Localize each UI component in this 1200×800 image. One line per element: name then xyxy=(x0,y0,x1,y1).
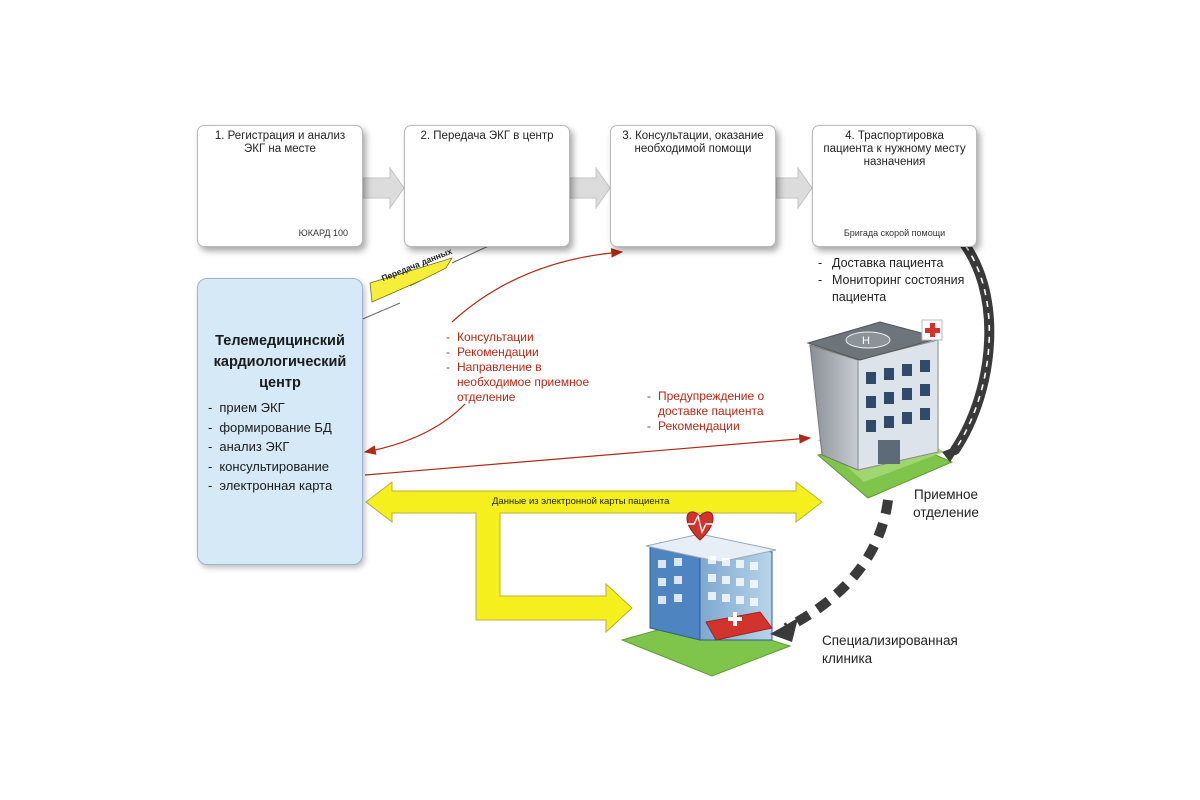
recommendation-arrow xyxy=(363,403,466,455)
svg-text:H: H xyxy=(862,335,870,347)
warning-item: Предупреждение о доставке пациента xyxy=(647,389,797,419)
center-item: анализ ЭКГ xyxy=(208,437,332,457)
admission-building-icon: H xyxy=(806,319,954,499)
warning-list: Предупреждение о доставке пациента Реком… xyxy=(647,389,797,434)
clinic-building-icon xyxy=(620,511,792,677)
consult-arrow xyxy=(451,248,624,323)
clinic-label: Специализированная клиника xyxy=(822,633,958,666)
warning-arrow xyxy=(364,434,812,476)
consult-item: Консультации xyxy=(446,330,596,345)
patient-record-label: Данные из электронной карты пациента xyxy=(492,496,670,507)
step-1-title: 1. Регистрация и анализ ЭКГ на месте xyxy=(214,130,346,155)
center-item: прием ЭКГ xyxy=(208,398,332,418)
consult-list: Консультации Рекомендации Направление в … xyxy=(446,330,596,405)
ambulance-caption: Бригада скорой помощи xyxy=(843,228,946,238)
center-item: формирование БД xyxy=(208,418,332,438)
road-arrow-clinic xyxy=(770,618,798,642)
step-ecg-transmission: 2. Передача ЭКГ в центр xyxy=(404,125,570,247)
step-ecg-registration: 1. Регистрация и анализ ЭКГ на месте ЮКА… xyxy=(197,125,363,247)
step-arrow-1 xyxy=(362,166,405,210)
center-item: консультирование xyxy=(208,457,332,477)
consult-item: Рекомендации xyxy=(446,345,596,360)
consult-item: Направление в необходимое приемное отдел… xyxy=(446,360,596,405)
yellow-data-arrow xyxy=(365,480,823,634)
delivery-item: Мониторинг состояния пациента xyxy=(818,272,978,306)
step-2-title: 2. Передача ЭКГ в центр xyxy=(420,130,554,142)
step-arrow-3 xyxy=(775,166,813,210)
step-transportation: 4. Траспортировка пациента к нужному мес… xyxy=(812,125,977,247)
admission-label: Приемное отделение xyxy=(913,487,979,520)
device-caption: ЮКАРД 100 xyxy=(298,228,348,238)
road-to-clinic xyxy=(783,499,893,633)
warning-item: Рекомендации xyxy=(647,419,797,434)
delivery-item: Доставка пациента xyxy=(818,255,978,272)
step-arrow-2 xyxy=(569,166,611,210)
transmission-bolt xyxy=(369,257,453,303)
step-4-title: 4. Траспортировка пациента к нужному мес… xyxy=(823,130,966,168)
center-functions-list: прием ЭКГ формирование БД анализ ЭКГ кон… xyxy=(208,398,332,496)
delivery-list: Доставка пациента Мониторинг состояния п… xyxy=(818,255,978,306)
step-3-title: 3. Консультации, оказание необходимой по… xyxy=(622,130,764,155)
step-consultation: 3. Консультации, оказание необходимой по… xyxy=(610,125,776,247)
center-item: электронная карта xyxy=(208,476,332,496)
telemedicine-center-box: Телемедицинский кардиологический центр п… xyxy=(197,278,363,565)
road-arrow-admission xyxy=(942,444,962,462)
center-title: Телемедицинский кардиологический центр xyxy=(213,333,347,391)
